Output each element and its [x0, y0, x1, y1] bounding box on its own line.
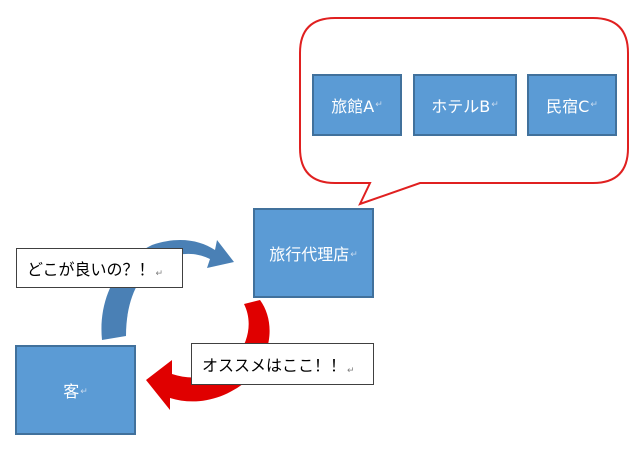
travel-agency-label: 旅行代理店 — [269, 245, 350, 264]
paragraph-mark: ↵ — [590, 100, 598, 110]
customer-label: 客 — [63, 382, 80, 401]
customer-box: 客↵ — [15, 345, 136, 435]
paragraph-mark: ↵ — [80, 387, 88, 397]
question-note: どこが良いの？！↵ — [16, 248, 183, 288]
option-label: ホテルB — [431, 97, 491, 116]
question-text: どこが良いの？！ — [27, 260, 155, 279]
option-box-minshuku-c: 民宿C↵ — [527, 74, 617, 136]
paragraph-mark: ↵ — [350, 250, 358, 260]
answer-text: オススメはここ！！ — [202, 356, 347, 375]
option-label: 旅館A — [331, 97, 375, 116]
option-box-hotel-b: ホテルB↵ — [413, 74, 517, 136]
option-box-ryokan-a: 旅館A↵ — [312, 74, 402, 136]
answer-note: オススメはここ！！↵ — [191, 343, 374, 385]
paragraph-mark: ↵ — [375, 100, 383, 110]
option-label: 民宿C — [546, 97, 590, 116]
travel-agency-box: 旅行代理店↵ — [253, 208, 374, 298]
paragraph-mark: ↵ — [347, 366, 355, 376]
paragraph-mark: ↵ — [491, 100, 499, 110]
paragraph-mark: ↵ — [155, 269, 164, 279]
